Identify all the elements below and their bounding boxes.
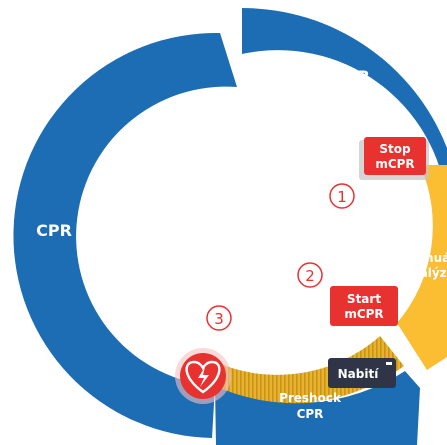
step-1-marker: 1 — [329, 183, 355, 209]
stop-mcpr-label-2: mCPR — [375, 157, 414, 171]
stop-mcpr-label-1: Stop — [379, 142, 411, 156]
step-1-number: 1 — [337, 188, 347, 206]
start-mcpr-button[interactable]: Start mCPR — [330, 286, 398, 326]
preshock-label-1: Preshock — [279, 391, 342, 405]
charging-key-label: Nabití — [338, 367, 380, 381]
cpr-top-segment — [242, 7, 447, 203]
cpr-left-segment — [13, 32, 238, 438]
manual-analysis-label-2: analýz — [403, 266, 447, 280]
manual-analysis-label-1: Manuá — [405, 251, 447, 265]
stop-mcpr-button[interactable]: Stop mCPR — [359, 137, 429, 180]
start-mcpr-label-2: mCPR — [344, 307, 383, 321]
charging-key-button[interactable]: Nabití — [328, 358, 396, 388]
step-3-number: 3 — [214, 310, 224, 328]
step-3-marker: 3 — [206, 305, 232, 331]
preshock-cpr-segment — [215, 371, 420, 445]
start-mcpr-label-1: Start — [347, 292, 381, 306]
charging-label: Nabití — [249, 352, 291, 366]
cpr-left-label: CPR — [36, 221, 72, 240]
cpr-top-label: CPR — [334, 67, 370, 86]
defibrillator-heart-icon — [175, 348, 231, 404]
step-2-marker: 2 — [297, 262, 323, 288]
preshock-label-2: CPR — [297, 407, 324, 421]
step-2-number: 2 — [305, 267, 315, 285]
manual-analysis-segment — [397, 165, 447, 370]
